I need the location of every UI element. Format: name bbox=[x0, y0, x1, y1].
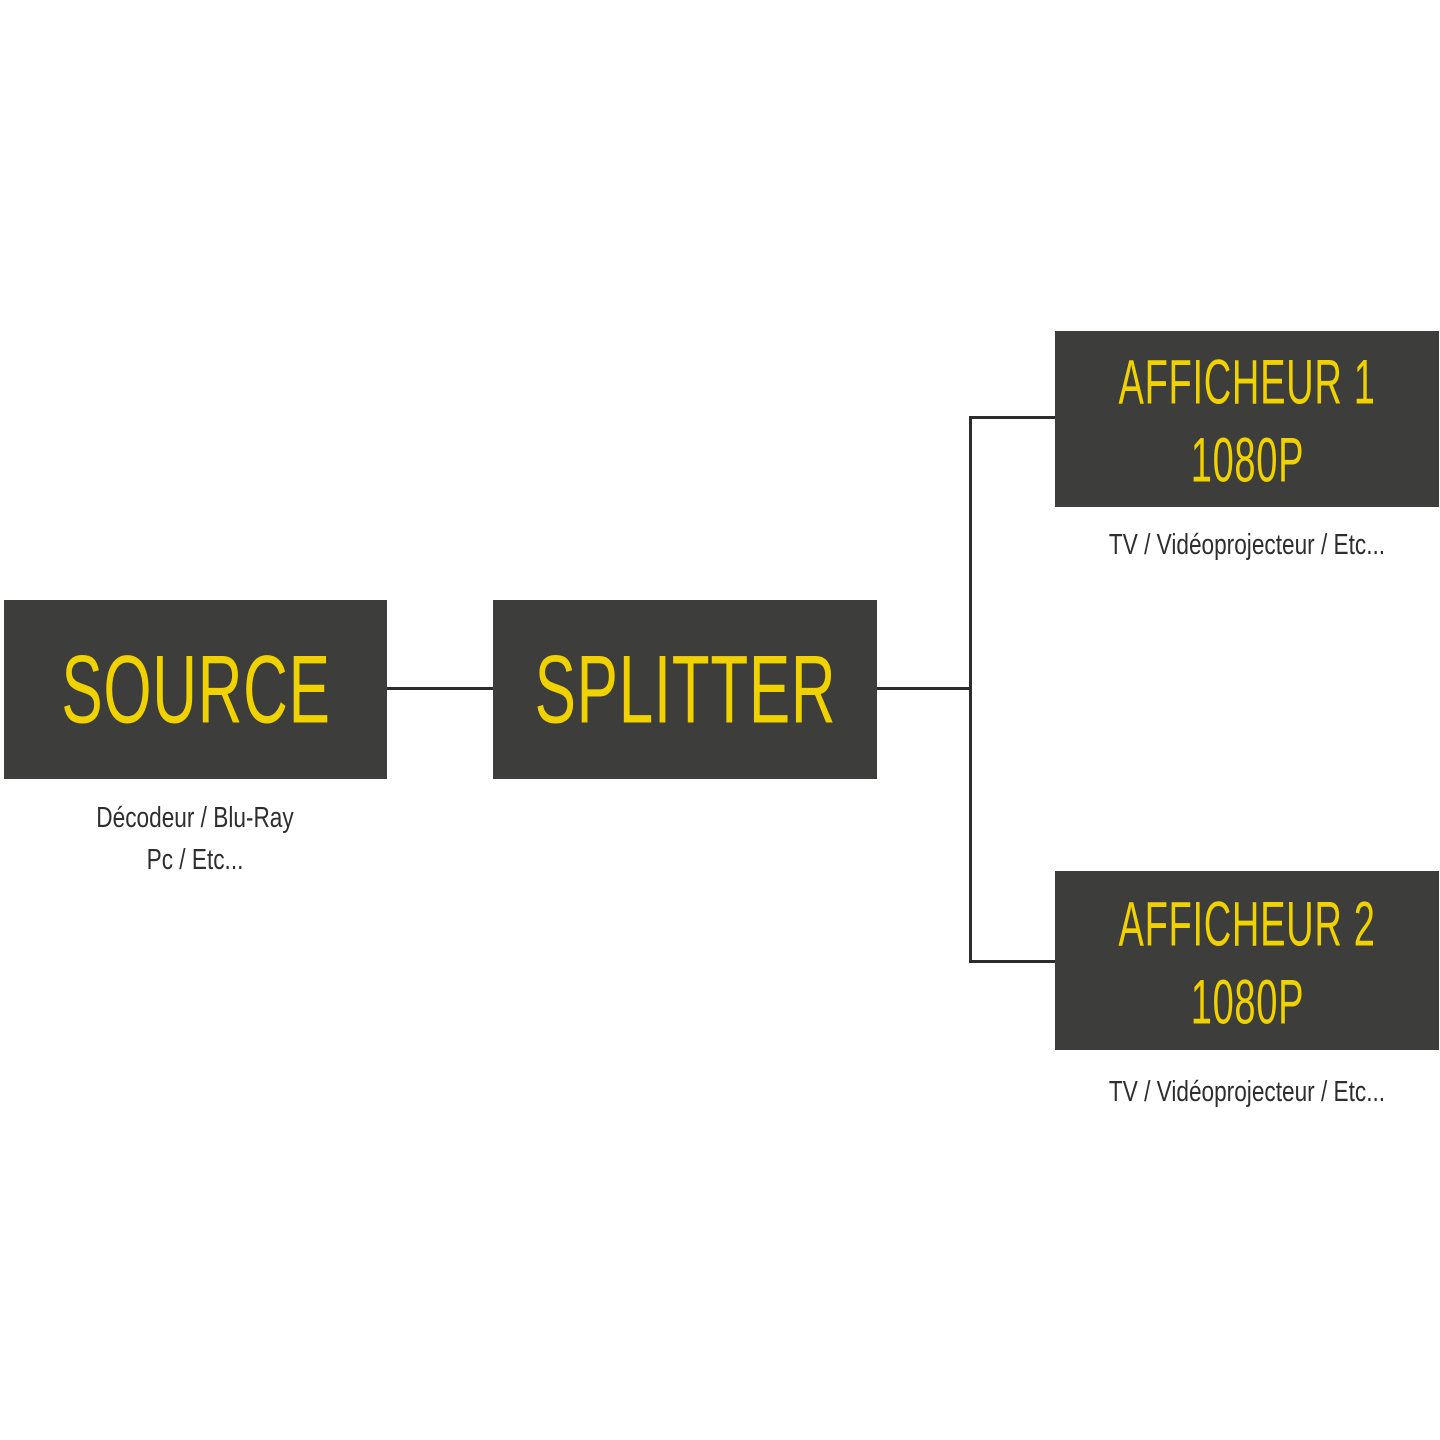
source-box: SOURCE bbox=[4, 600, 387, 779]
connector-branch-vertical bbox=[969, 416, 972, 963]
display2-title: AFFICHEUR 2 bbox=[1118, 887, 1376, 959]
splitter-box: SPLITTER bbox=[493, 600, 877, 779]
source-caption-line1: Décodeur / Blu-Ray bbox=[96, 802, 294, 834]
connector-branch-display1 bbox=[969, 416, 1056, 419]
connector-branch-display2 bbox=[969, 960, 1056, 963]
source-title: SOURCE bbox=[60, 635, 331, 744]
splitter-title: SPLITTER bbox=[534, 635, 836, 744]
display1-box: AFFICHEUR 1 1080P bbox=[1055, 331, 1439, 507]
display1-resolution: 1080P bbox=[1190, 424, 1304, 495]
source-caption: Décodeur / Blu-Ray Pc / Etc... bbox=[78, 797, 312, 881]
connector-source-splitter bbox=[387, 687, 494, 690]
display1-caption: TV / Vidéoprojecteur / Etc... bbox=[1108, 529, 1386, 561]
display1-title: AFFICHEUR 1 bbox=[1118, 346, 1376, 417]
connector-splitter-branch bbox=[877, 687, 972, 690]
display2-caption: TV / Vidéoprojecteur / Etc... bbox=[1108, 1076, 1386, 1108]
display2-box: AFFICHEUR 2 1080P bbox=[1055, 871, 1439, 1050]
source-caption-line2: Pc / Etc... bbox=[146, 844, 244, 877]
display2-resolution: 1080P bbox=[1190, 965, 1304, 1037]
